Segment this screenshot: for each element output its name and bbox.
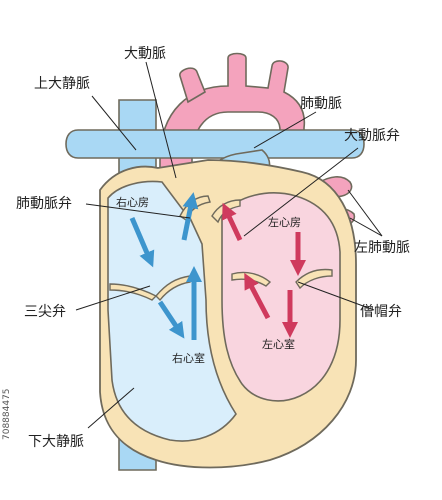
flow-arrow-pa-up	[181, 192, 199, 241]
leader-lines	[75, 61, 383, 429]
aortic-branch-left	[179, 67, 206, 104]
label-right-ventricle: 右心室	[172, 351, 205, 365]
watermark-id: 708884475	[2, 388, 12, 440]
label-tricuspid-valve: 三尖弁	[24, 304, 66, 320]
label-pulmonary-valve: 肺動脈弁	[16, 196, 72, 212]
label-mitral-valve: 僧帽弁	[360, 304, 402, 320]
mitral-valve-flap-right	[295, 268, 333, 290]
flow-arrow-ao-up	[222, 202, 243, 242]
label-left-ventricle: 左心室	[262, 337, 295, 351]
pulmonary-artery-trunk	[65, 129, 365, 159]
flow-arrow-rv-down	[157, 300, 185, 339]
label-pulmonary-artery: 肺動脈	[300, 96, 342, 112]
left-chamber	[221, 192, 341, 402]
right-chamber	[107, 180, 237, 442]
label-inferior-vena-cava: 下大静脈	[28, 434, 84, 450]
label-superior-vena-cava: 上大静脈	[34, 76, 90, 92]
label-aorta: 大動脈	[124, 46, 166, 62]
flow-arrow-ra-down	[129, 217, 155, 268]
label-left-pulmonary-artery: 左肺動脈	[354, 240, 410, 256]
right-side-flow-arrows	[129, 192, 203, 340]
flow-arrow-lv-up	[244, 272, 271, 320]
label-left-atrium: 左心房	[268, 216, 301, 229]
left-side-flow-arrows	[222, 202, 307, 339]
aortic-arch	[159, 52, 306, 212]
label-aortic-valve: 大動脈弁	[344, 128, 400, 144]
label-right-atrium: 右心房	[116, 195, 149, 209]
